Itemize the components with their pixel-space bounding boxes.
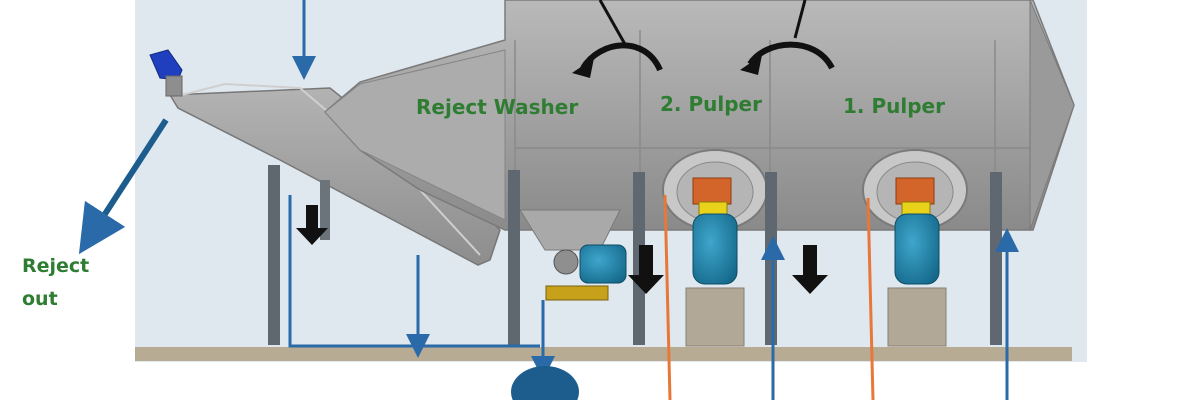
support-leg-5 [990, 172, 1002, 345]
pulper-1-motor [895, 214, 939, 284]
reject-washer-pump [554, 250, 578, 274]
support-leg-4 [765, 172, 777, 345]
floor-beam [135, 347, 1072, 361]
collection-tank [511, 366, 579, 400]
support-leg-2 [508, 170, 520, 345]
pulper-2-gear-orange [693, 178, 731, 204]
pulper-2-base [686, 288, 744, 346]
conveyor-drive-coupling [166, 76, 182, 96]
reject-washer-skid [546, 286, 608, 300]
pulper-1-base [888, 288, 946, 346]
pulper-1-gear-orange [896, 178, 934, 204]
reject-out-label: Reject out [22, 250, 89, 316]
reject-washer-label: Reject Washer [416, 95, 578, 119]
reject-out-line-2: out [22, 283, 89, 316]
support-leg-1 [268, 165, 280, 345]
reject-out-line-1: Reject [22, 250, 89, 283]
pulper-1-label: 1. Pulper [843, 94, 945, 118]
pulper-2-motor [693, 214, 737, 284]
reject-washer-motor [580, 245, 626, 283]
pulper-2-label: 2. Pulper [660, 92, 762, 116]
